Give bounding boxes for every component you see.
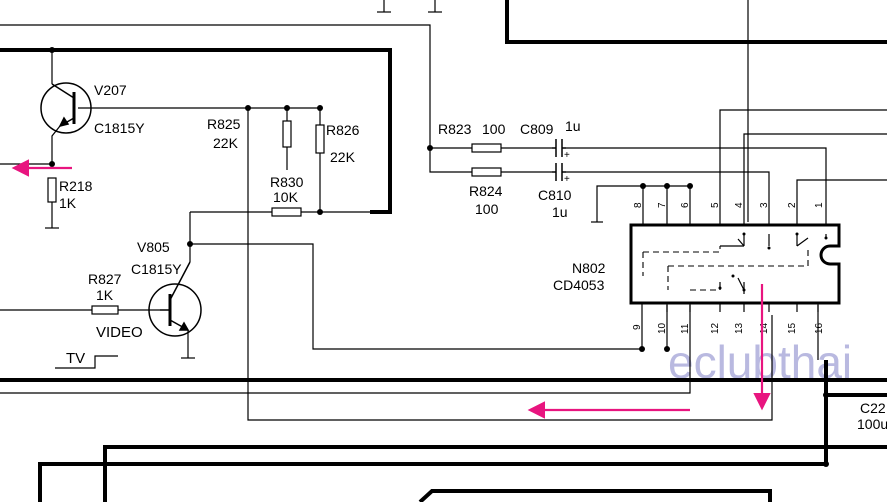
r824-value: 100 — [475, 201, 499, 217]
c809-plus: + — [564, 150, 570, 161]
c22-value: 100u — [857, 416, 887, 432]
r824-ref: R824 — [469, 183, 503, 199]
pin-6: 6 — [680, 202, 691, 208]
pin-14: 14 — [759, 322, 770, 334]
resistor-r826-body — [315, 124, 325, 154]
pin-16: 16 — [814, 322, 825, 334]
r218-ref: R218 — [59, 178, 93, 194]
pin-11: 11 — [680, 323, 691, 334]
c810-ref: C810 — [538, 187, 572, 203]
r827-ref: R827 — [88, 271, 122, 287]
resistor-r830-vertical-body — [282, 120, 292, 148]
pin-15: 15 — [787, 322, 798, 334]
video-label: VIDEO — [96, 324, 143, 341]
transistor-v207-symbol — [40, 82, 92, 134]
tv-label: TV — [66, 350, 85, 367]
pin-2: 2 — [787, 202, 798, 208]
pin-3: 3 — [759, 202, 770, 208]
c809-ref: C809 — [520, 121, 554, 137]
pin-13: 13 — [734, 322, 745, 334]
v805-ref: V805 — [137, 239, 170, 255]
r830-ref: R830 — [270, 174, 304, 190]
r827-value: 1K — [96, 287, 114, 303]
r825-ref: R825 — [207, 116, 241, 132]
pin-10: 10 — [657, 322, 668, 334]
pin-4: 4 — [734, 202, 745, 208]
ic-n802 — [629, 222, 841, 312]
v207-part: C1815Y — [94, 120, 145, 136]
r825-value: 22K — [213, 135, 239, 151]
ic-bottom-pin-numbers: 9 10 11 12 13 14 15 16 — [632, 322, 825, 334]
pin-5: 5 — [710, 202, 721, 208]
resistor-r218-body — [47, 177, 57, 203]
ic-top-pin-numbers: 8 7 6 5 4 3 2 1 — [633, 202, 825, 208]
pin-1: 1 — [814, 202, 825, 208]
transistor-v805-symbol — [148, 261, 202, 337]
r218-value: 1K — [59, 195, 77, 211]
r823-value: 100 — [482, 121, 506, 137]
pin-7: 7 — [657, 202, 668, 208]
signal-flow-arrows — [11, 159, 771, 419]
junctions — [49, 47, 829, 467]
n802-part: CD4053 — [553, 277, 605, 293]
c810-value: 1u — [552, 204, 568, 220]
r826-ref: R826 — [326, 122, 360, 138]
pin-9: 9 — [632, 324, 643, 330]
pin-8: 8 — [633, 202, 644, 208]
wiring — [0, 0, 887, 421]
resistor-r827-body — [91, 305, 119, 315]
resistor-r823-body — [471, 143, 502, 153]
v207-ref: V207 — [94, 82, 127, 98]
n802-ref: N802 — [572, 260, 606, 276]
resistor-r824-body — [471, 167, 502, 177]
capacitor-plates — [552, 139, 566, 181]
c810-plus: + — [564, 174, 570, 185]
pin-12: 12 — [710, 322, 721, 334]
resistor-bodies — [47, 120, 502, 315]
v805-part: C1815Y — [131, 261, 182, 277]
c22-ref: C22 — [860, 400, 886, 416]
r826-value: 22K — [330, 149, 356, 165]
c809-value: 1u — [565, 118, 581, 134]
r823-ref: R823 — [438, 121, 472, 137]
r830-value: 10K — [273, 189, 299, 205]
resistor-r830-body — [271, 207, 302, 217]
